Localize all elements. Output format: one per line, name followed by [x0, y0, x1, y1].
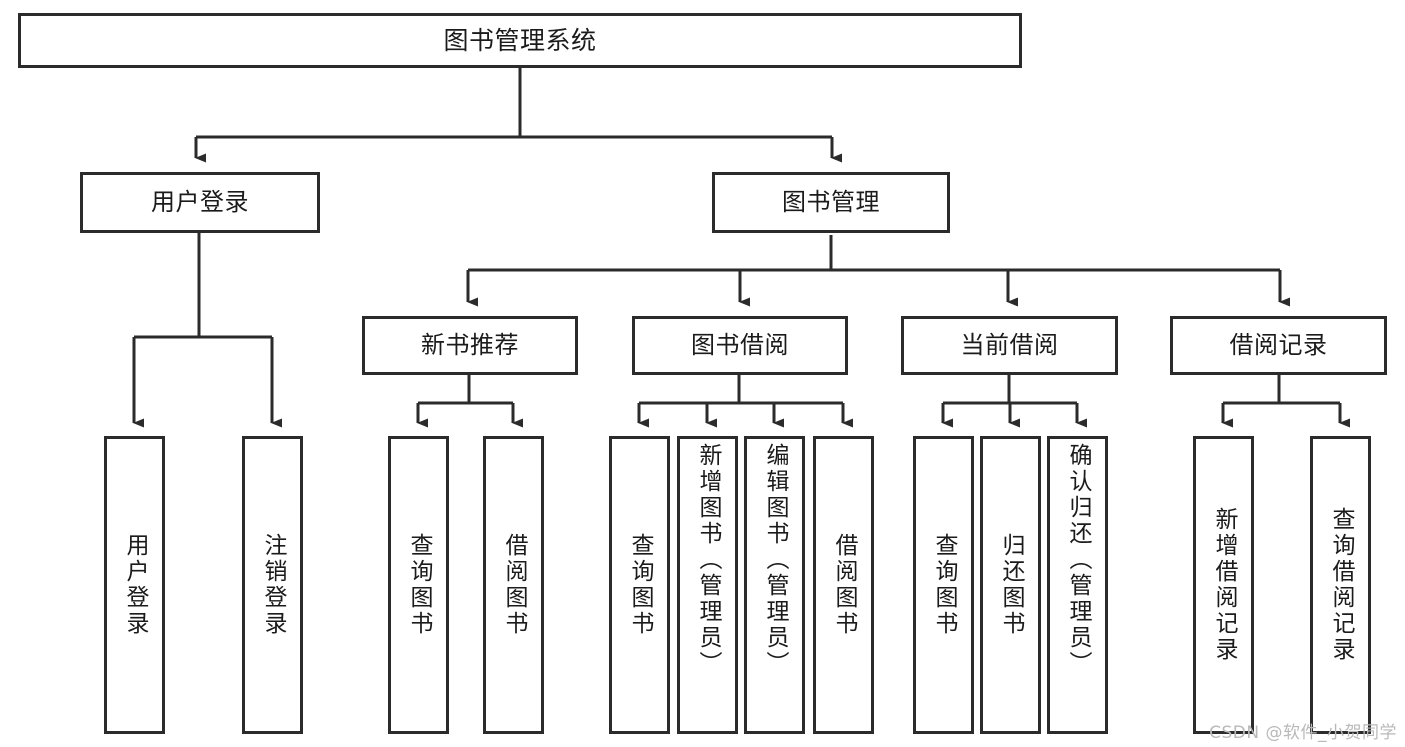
- node-book-borrow[interactable]: 图书借阅: [632, 316, 848, 375]
- node-label: 当前借阅: [960, 330, 1059, 359]
- node-label: 归还图书: [998, 533, 1024, 637]
- node-query-book-2[interactable]: 查询图书: [609, 436, 670, 734]
- node-label: 编辑图书（管理员）: [762, 443, 788, 677]
- node-label: 查询图书: [627, 533, 653, 637]
- node-label: 查询图书: [931, 533, 957, 637]
- node-borrow-book-1[interactable]: 借阅图书: [483, 436, 544, 734]
- node-label: 查询借阅记录: [1328, 507, 1354, 663]
- node-label: 确认归还（管理员）: [1065, 443, 1091, 677]
- node-label: 图书管理系统: [443, 26, 597, 55]
- node-new-book-recommend[interactable]: 新书推荐: [362, 316, 578, 375]
- node-label: 借阅记录: [1229, 330, 1328, 359]
- node-edit-book[interactable]: 编辑图书（管理员）: [744, 436, 805, 734]
- node-query-book-3[interactable]: 查询图书: [913, 436, 974, 734]
- node-user-login[interactable]: 用户登录: [80, 172, 320, 233]
- node-label: 图书借阅: [691, 330, 789, 359]
- node-label: 查询图书: [406, 533, 432, 637]
- watermark-text: CSDN @软件_小贺同学: [1209, 723, 1397, 743]
- node-borrow-record[interactable]: 借阅记录: [1170, 316, 1387, 375]
- node-current-borrow[interactable]: 当前借阅: [901, 316, 1118, 375]
- node-query-book-1[interactable]: 查询图书: [388, 436, 449, 734]
- node-borrow-book-2[interactable]: 借阅图书: [813, 436, 874, 734]
- node-book-manage[interactable]: 图书管理: [712, 172, 950, 233]
- node-add-borrow-record[interactable]: 新增借阅记录: [1193, 436, 1254, 734]
- node-add-book[interactable]: 新增图书（管理员）: [677, 436, 738, 734]
- node-root-system[interactable]: 图书管理系统: [18, 13, 1022, 68]
- node-label: 借阅图书: [831, 533, 857, 637]
- node-label: 借阅图书: [501, 533, 527, 637]
- node-label: 新增借阅记录: [1211, 507, 1237, 663]
- node-user-logout-action[interactable]: 注销登录: [242, 436, 303, 734]
- node-label: 新增图书（管理员）: [695, 443, 721, 677]
- node-label: 注销登录: [260, 533, 286, 637]
- node-label: 图书管理: [782, 187, 880, 216]
- node-query-borrow-record[interactable]: 查询借阅记录: [1310, 436, 1371, 734]
- node-label: 用户登录: [122, 533, 148, 637]
- node-return-book[interactable]: 归还图书: [980, 436, 1041, 734]
- node-confirm-return[interactable]: 确认归还（管理员）: [1047, 436, 1108, 734]
- node-user-login-action[interactable]: 用户登录: [104, 436, 165, 734]
- node-label: 新书推荐: [421, 330, 519, 359]
- node-label: 用户登录: [151, 187, 249, 216]
